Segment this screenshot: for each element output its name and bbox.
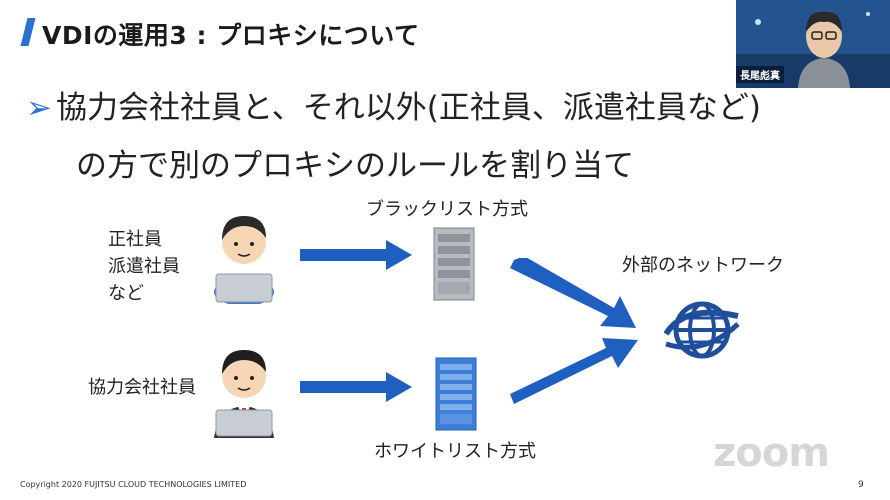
employee-group-label: 正社員 派遣社員 など bbox=[108, 226, 180, 307]
blacklist-label: ブラックリスト方式 bbox=[366, 199, 528, 220]
copyright-text: Copyright 2020 FUJITSU CLOUD TECHNOLOGIE… bbox=[20, 480, 247, 489]
title-accent-bar bbox=[20, 18, 36, 46]
bullet-arrow-icon: ➢ bbox=[26, 90, 52, 126]
page-number: 9 bbox=[858, 480, 864, 490]
whitelist-server-icon bbox=[435, 357, 477, 431]
presenter-avatar bbox=[736, 0, 890, 88]
partner-person-icon bbox=[214, 350, 274, 438]
employee-group-line-1: 正社員 bbox=[108, 229, 162, 250]
employee-group-line-2: 派遣社員 bbox=[108, 256, 180, 277]
employee-group-line-3: など bbox=[108, 283, 144, 304]
arrow-whitelist-to-network bbox=[510, 338, 638, 404]
presenter-name-label: 長尾彪真 bbox=[736, 66, 784, 83]
presenter-webcam-video: 長尾彪真 bbox=[736, 0, 890, 88]
bullet-text-1: 協力会社社員と、それ以外(正社員、派遣社員など) bbox=[55, 90, 761, 126]
arrow-partner-to-whitelist bbox=[300, 372, 412, 402]
bullet-line-2: の方で別のプロキシのルールを割り当て bbox=[76, 148, 634, 184]
blacklist-server-icon bbox=[433, 227, 475, 301]
arrow-employee-to-blacklist bbox=[300, 240, 412, 270]
external-network-label: 外部のネットワーク bbox=[622, 255, 784, 276]
partner-group-label: 協力会社社員 bbox=[88, 377, 196, 398]
whitelist-label: ホワイトリスト方式 bbox=[374, 441, 536, 462]
arrow-blacklist-to-network bbox=[510, 258, 636, 328]
slide-title: VDIの運用3 : プロキシについて bbox=[42, 21, 420, 50]
zoom-watermark: zoom bbox=[713, 430, 830, 476]
bullet-line-1: ➢協力会社社員と、それ以外(正社員、派遣社員など) bbox=[26, 82, 761, 127]
globe-network-icon bbox=[664, 301, 740, 359]
employee-person-icon bbox=[214, 216, 274, 304]
